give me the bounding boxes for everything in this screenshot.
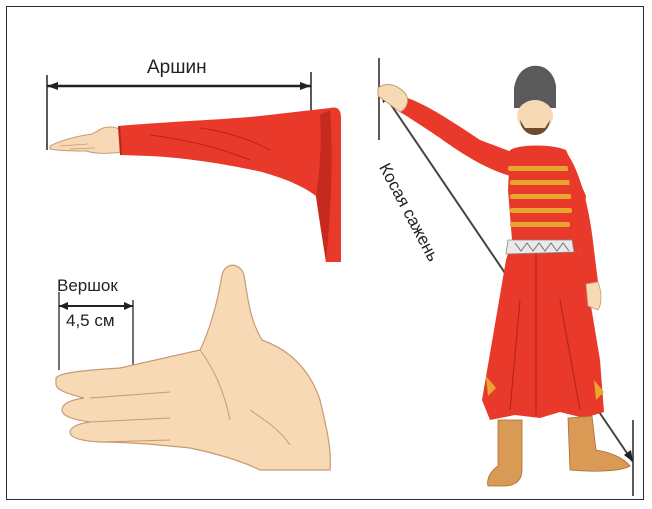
figure-lowered-hand <box>586 282 601 310</box>
arshin-arrow-left <box>47 82 58 90</box>
vershok-label: Вершок <box>57 276 118 296</box>
kosaya-sazhen-illustration <box>378 58 633 496</box>
vershok-value-label: 4,5 см <box>66 311 115 331</box>
figure-raised-arm <box>400 96 522 178</box>
arshin-label: Аршин <box>147 57 207 79</box>
figure-left-boot <box>488 420 522 486</box>
arshin-arrow-right <box>300 82 311 90</box>
arshin-sleeve <box>119 107 341 262</box>
arshin-illustration <box>47 72 341 262</box>
figure-caftan <box>482 146 604 421</box>
arshin-hand <box>50 127 121 153</box>
figure-belt <box>506 240 574 254</box>
